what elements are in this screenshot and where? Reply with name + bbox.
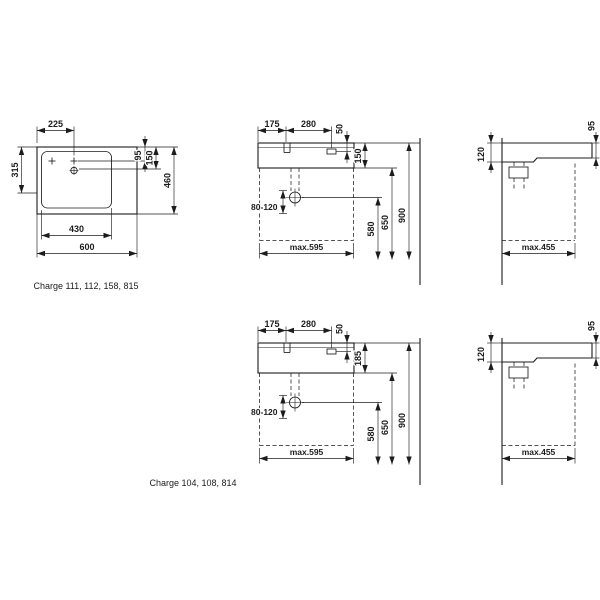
dim-label-max455-a: max.455: [522, 242, 556, 252]
dim-label-280-b: 280: [301, 319, 316, 329]
dim-left-to-tap-a: 175 280: [257, 118, 332, 148]
tap-hole-marks: [48, 157, 79, 175]
front-elevation-a: 175 280 50 150 80-120 580: [250, 118, 421, 285]
dim-outlet-height-b: 580: [302, 402, 382, 465]
dim-clearance-height-b: 650: [379, 373, 395, 465]
dim-label-95-a: 95: [587, 121, 597, 131]
dim-label-650-b: 650: [380, 420, 390, 435]
dim-label-50-b: 50: [335, 324, 345, 334]
dim-label-580-b: 580: [366, 426, 376, 441]
side-elevation-b: 95 120 max.455: [475, 320, 600, 485]
dim-outlet-range-b: 80-120: [250, 395, 287, 419]
dim-max-depth-b: max.455: [502, 446, 576, 464]
trap-body-a: [508, 166, 529, 179]
dim-label-175-a: 175: [264, 119, 279, 129]
basin-outline-front-a: [257, 142, 355, 169]
dim-label-460: 460: [163, 173, 173, 188]
dim-label-95-b: 95: [587, 321, 597, 331]
dim-label-900-b: 900: [397, 413, 407, 428]
dim-outlet-range-a: 80-120: [250, 190, 287, 214]
dim-tap-from-left: 225: [36, 118, 75, 156]
dim-back-edge-b: 120: [475, 332, 502, 373]
dim-bowl-width: 430: [41, 208, 112, 240]
dim-label-150-a: 150: [353, 148, 363, 163]
plan-view: 225 95 150 315 460: [9, 118, 178, 291]
dim-label-max595-a: max.595: [290, 242, 324, 252]
dim-label-max455-b: max.455: [522, 447, 556, 457]
dim-label-120-b: 120: [476, 347, 486, 362]
basin-outline-front-b: [257, 342, 355, 374]
dim-label-120-a: 120: [476, 147, 486, 162]
trap-body-b: [508, 366, 529, 379]
dim-rim-height-b: 900: [396, 343, 412, 465]
dim-label-225: 225: [48, 119, 63, 129]
dim-max-width-b: max.595: [259, 446, 354, 464]
basin-outline-plan: [36, 146, 138, 215]
dim-rim-height-a: 900: [396, 143, 412, 260]
overflow-slot-b: [326, 348, 337, 355]
dim-label-650-a: 650: [380, 215, 390, 230]
caption-bottom: Charge 104, 108, 814: [149, 478, 236, 488]
furniture-envelope-side-b: [502, 363, 576, 446]
dim-clearance-height-a: 650: [379, 168, 395, 260]
dim-label-900-a: 900: [397, 208, 407, 223]
tap-hole-front-b: [283, 343, 291, 353]
trap-a: [508, 162, 529, 189]
dim-outlet-height-a: 580: [302, 197, 382, 260]
dim-holes-from-back: 95: [78, 136, 149, 172]
dim-label-80-120-b: 80-120: [251, 407, 278, 417]
dim-front-edge-b: 95: [585, 320, 600, 369]
dim-label-50-a: 50: [335, 124, 345, 134]
dim-label-max595-b: max.595: [290, 447, 324, 457]
dim-label-580-a: 580: [366, 221, 376, 236]
dim-label-315: 315: [10, 162, 20, 177]
dim-front-edge-a: 95: [585, 120, 600, 169]
furniture-envelope-b: [259, 373, 354, 446]
basin-underside-b: [502, 357, 592, 363]
dim-drain-from-back: 315: [9, 146, 37, 194]
dim-max-width-a: max.595: [259, 241, 354, 259]
dim-label-600: 600: [79, 242, 94, 252]
dim-overall-width: 600: [36, 214, 138, 258]
drain-b: [286, 373, 304, 412]
furniture-envelope-a: [259, 168, 354, 241]
dim-label-280-a: 280: [301, 119, 316, 129]
overflow-slot-a: [326, 148, 337, 155]
dim-tap-from-back: 150: [79, 147, 161, 170]
caption-top: Charge 111, 112, 158, 815: [33, 281, 138, 291]
side-elevation-a: 95 120 max.455: [475, 120, 600, 285]
dim-left-to-tap-b: 175 280: [257, 318, 332, 348]
dim-max-depth-a: max.455: [502, 241, 576, 259]
dim-basin-height-a: 150: [352, 143, 397, 169]
dim-back-edge-a: 120: [475, 132, 502, 173]
drain-a: [286, 168, 304, 207]
dim-label-80-120-a: 80-120: [251, 202, 278, 212]
basin-underside-a: [502, 157, 592, 163]
dim-label-175-b: 175: [264, 319, 279, 329]
dim-overflow-drop-b: 50: [333, 323, 351, 363]
dim-label-185-b: 185: [353, 351, 363, 366]
dim-overall-depth: 460: [137, 147, 178, 215]
dim-label-95-plan: 95: [133, 150, 143, 160]
trap-b: [508, 362, 529, 389]
dim-label-430: 430: [69, 224, 84, 234]
furniture-envelope-side-a: [502, 163, 576, 241]
dim-label-150-plan: 150: [145, 150, 155, 165]
tap-hole-front-a: [283, 143, 291, 153]
dim-overflow-drop-a: 50: [333, 123, 351, 163]
dim-basin-height-b: 185: [352, 343, 397, 374]
bowl-outline-plan: [41, 151, 112, 209]
front-elevation-b: 175 280 50 185 80-120 580: [149, 318, 421, 488]
